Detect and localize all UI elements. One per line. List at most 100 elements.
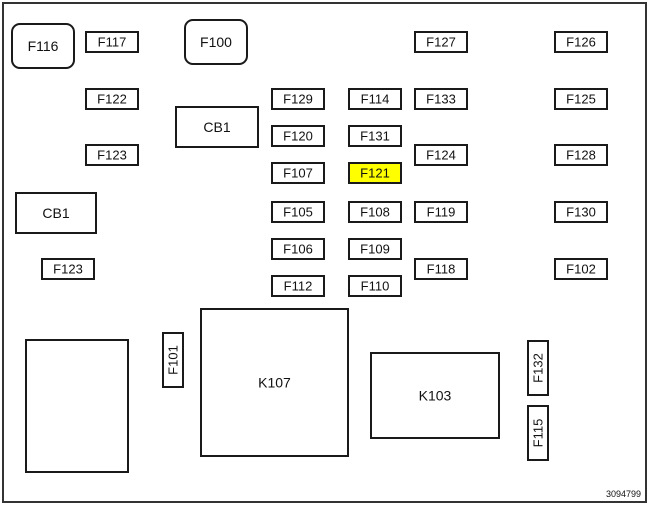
- f112-box: [271, 275, 325, 297]
- f112-label: F112: [284, 279, 313, 294]
- f120-box: [271, 125, 325, 147]
- component-f133: F133: [414, 88, 468, 110]
- component-k103: K103: [370, 352, 500, 439]
- component-blank-block: [25, 339, 129, 473]
- component-f119: F119: [414, 201, 468, 223]
- f114-label: F114: [361, 92, 390, 107]
- f106-box: [271, 238, 325, 260]
- f125-label: F125: [566, 92, 596, 107]
- component-f123-upper: F123: [85, 144, 139, 166]
- f109-box: [348, 238, 402, 260]
- component-f101: F101: [162, 332, 184, 388]
- f123-lower-label: F123: [53, 262, 83, 277]
- f108-box: [348, 201, 402, 223]
- blank-block-box: [25, 339, 129, 473]
- f133-label: F133: [426, 92, 456, 107]
- component-f131: F131: [348, 125, 402, 147]
- f110-label: F110: [361, 279, 390, 294]
- component-f112: F112: [271, 275, 325, 297]
- f101-box: [162, 332, 184, 388]
- f133-box: [414, 88, 468, 110]
- component-f118: F118: [414, 258, 468, 280]
- component-f102: F102: [554, 258, 608, 280]
- f129-label: F129: [283, 92, 313, 107]
- f119-box: [414, 201, 468, 223]
- component-f107: F107: [271, 162, 325, 184]
- f102-box: [554, 258, 608, 280]
- f121-box: [348, 162, 402, 184]
- f101-label: F101: [166, 345, 181, 375]
- component-f123-lower: F123: [41, 258, 95, 280]
- f127-box: [414, 31, 468, 53]
- f114-box: [348, 88, 402, 110]
- f131-label: F131: [360, 129, 390, 144]
- component-f100: F100: [184, 19, 248, 65]
- component-f120: F120: [271, 125, 325, 147]
- f124-label: F124: [426, 148, 456, 163]
- component-f125: F125: [554, 88, 608, 110]
- component-f130: F130: [554, 201, 608, 223]
- component-k107: K107: [200, 308, 349, 457]
- component-f106: F106: [271, 238, 325, 260]
- f105-box: [271, 201, 325, 223]
- f107-box: [271, 162, 325, 184]
- cb1-upper-box: [175, 106, 259, 148]
- component-f126: F126: [554, 31, 608, 53]
- f116-label: F116: [28, 38, 59, 54]
- f130-label: F130: [566, 205, 596, 220]
- component-f109: F109: [348, 238, 402, 260]
- f118-label: F118: [427, 262, 456, 277]
- f105-label: F105: [283, 205, 313, 220]
- cb1-upper-label: CB1: [203, 119, 230, 135]
- f110-box: [348, 275, 402, 297]
- f128-label: F128: [566, 148, 596, 163]
- f125-box: [554, 88, 608, 110]
- f132-label: F132: [531, 353, 546, 383]
- f116-box: [11, 23, 75, 69]
- f131-box: [348, 125, 402, 147]
- component-f129: F129: [271, 88, 325, 110]
- f102-label: F102: [566, 262, 596, 277]
- f115-label: F115: [531, 419, 546, 448]
- f117-label: F117: [98, 35, 127, 50]
- component-f127: F127: [414, 31, 468, 53]
- f122-box: [85, 88, 139, 110]
- figure-code: 3094799: [606, 489, 641, 499]
- component-f105: F105: [271, 201, 325, 223]
- k107-label: K107: [258, 375, 291, 391]
- f100-box: [184, 19, 248, 65]
- f100-label: F100: [200, 34, 232, 50]
- k103-label: K103: [419, 388, 452, 404]
- f108-label: F108: [360, 205, 390, 220]
- f117-box: [85, 31, 139, 53]
- f119-label: F119: [427, 205, 456, 220]
- f126-box: [554, 31, 608, 53]
- f126-label: F126: [566, 35, 596, 50]
- f122-label: F122: [97, 92, 127, 107]
- component-f114: F114: [348, 88, 402, 110]
- f130-box: [554, 201, 608, 223]
- f127-label: F127: [426, 35, 456, 50]
- component-f110: F110: [348, 275, 402, 297]
- component-cb1-upper: CB1: [175, 106, 259, 148]
- k103-box: [370, 352, 500, 439]
- component-f128: F128: [554, 144, 608, 166]
- f118-box: [414, 258, 468, 280]
- component-f132: F132: [527, 340, 549, 396]
- f132-box: [527, 340, 549, 396]
- f107-label: F107: [283, 166, 313, 181]
- cb1-left-label: CB1: [42, 205, 69, 221]
- cb1-left-box: [15, 192, 97, 234]
- component-f115: F115: [527, 405, 549, 461]
- component-cb1-left: CB1: [15, 192, 97, 234]
- component-f121: F121: [348, 162, 402, 184]
- f115-box: [527, 405, 549, 461]
- f129-box: [271, 88, 325, 110]
- component-f124: F124: [414, 144, 468, 166]
- f109-label: F109: [360, 242, 390, 257]
- k107-box: [200, 308, 349, 457]
- f123-upper-box: [85, 144, 139, 166]
- f124-box: [414, 144, 468, 166]
- f123-upper-label: F123: [97, 148, 127, 163]
